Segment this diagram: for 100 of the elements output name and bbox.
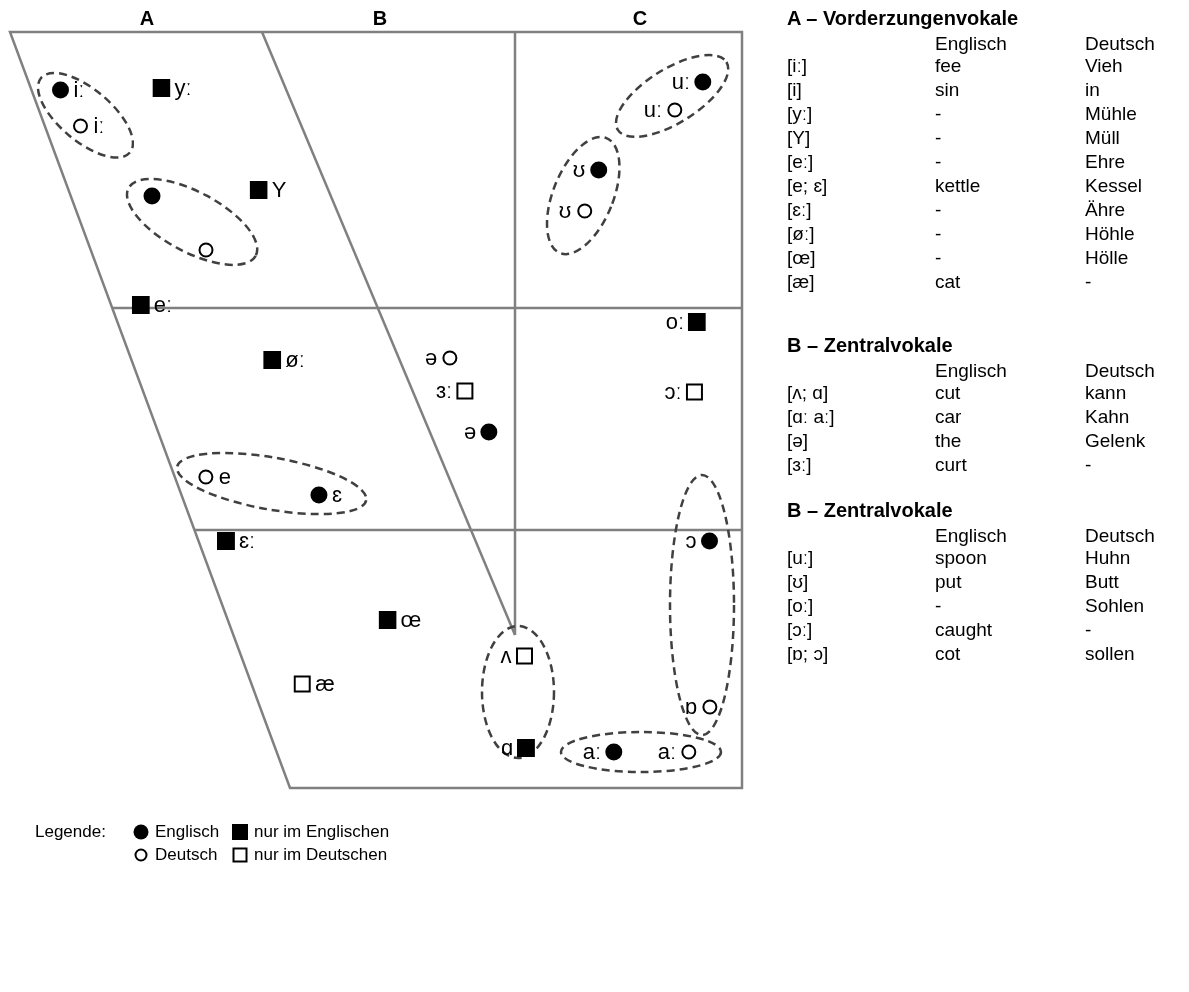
column-header: Deutsch <box>1085 524 1155 548</box>
table-cell: Kahn <box>1085 405 1130 429</box>
column-letter: B <box>372 8 388 28</box>
table-cell: [ʌ; ɑ] <box>787 381 829 405</box>
table-cell: - <box>1085 453 1092 477</box>
legend-label: nur im Deutschen <box>254 845 388 865</box>
vowel-symbol: ɜː <box>435 380 453 402</box>
dashed-ellipse <box>480 624 556 760</box>
table-cell: [yː] <box>787 102 813 126</box>
table-cell: Ehre <box>1085 150 1126 174</box>
table-cell: kettle <box>935 174 981 198</box>
table-cell: Höhle <box>1085 222 1135 246</box>
vowel-symbol: ɛ <box>331 484 343 506</box>
table-cell: Sohlen <box>1085 594 1145 618</box>
table-cell: Kessel <box>1085 174 1143 198</box>
table-cell: [e; ɛ] <box>787 174 828 198</box>
table-cell: [oː] <box>787 594 814 618</box>
column-header: Englisch <box>935 32 1007 56</box>
legend-title: Legende: <box>35 822 106 842</box>
table-heading: B – Zentralvokale <box>787 333 953 357</box>
table-cell: - <box>935 102 942 126</box>
vowel-symbol: ɑ <box>500 737 514 759</box>
legend-label: Englisch <box>155 822 220 842</box>
table-cell: [eː] <box>787 150 814 174</box>
table-cell: - <box>935 150 942 174</box>
table-cell: [ə] <box>787 429 809 453</box>
vowel-symbol: aː <box>582 741 602 763</box>
vowel-symbol: ə <box>463 421 477 443</box>
table-cell: - <box>1085 270 1092 294</box>
table-cell: car <box>935 405 962 429</box>
dashed-ellipse <box>124 177 260 267</box>
table-cell: cut <box>935 381 961 405</box>
table-cell: [æ] <box>787 270 815 294</box>
vowel-symbol: e <box>218 466 232 488</box>
table-cell: - <box>935 594 942 618</box>
table-cell: Mühle <box>1085 102 1137 126</box>
table-cell: [øː] <box>787 222 815 246</box>
table-cell: caught <box>935 618 993 642</box>
table-cell: Hölle <box>1085 246 1129 270</box>
table-cell: sin <box>935 78 960 102</box>
vowel-symbol: oː <box>665 311 685 333</box>
table-cell: [ʊ] <box>787 570 809 594</box>
table-cell: - <box>1085 618 1092 642</box>
vowel-symbol: æ <box>315 673 335 695</box>
table-cell: Müll <box>1085 126 1120 150</box>
vowel-symbol: ɔː <box>664 381 682 403</box>
legend-label: Deutsch <box>155 845 218 865</box>
vowel-symbol: ɛː <box>238 530 256 552</box>
table-cell: [i] <box>787 78 802 102</box>
table-cell: [ɔː] <box>787 618 813 642</box>
table-cell: Butt <box>1085 570 1119 594</box>
column-letter: A <box>139 8 155 28</box>
vowel-symbol: uː <box>671 71 691 93</box>
vowel-symbol: Y <box>271 179 287 201</box>
vowel-symbol: ʌ <box>500 645 512 667</box>
dashed-ellipse <box>35 70 135 160</box>
table-cell: [ɑː aː] <box>787 405 835 429</box>
table-cell: [iː] <box>787 54 808 78</box>
table-cell: put <box>935 570 962 594</box>
table-cell: cat <box>935 270 961 294</box>
table-cell: [œ] <box>787 246 816 270</box>
vowel-symbol: ɒ <box>684 696 698 718</box>
table-cell: [ɒ; ɔ] <box>787 642 829 666</box>
dashed-ellipse <box>668 473 736 737</box>
table-cell: [ɜː] <box>787 453 812 477</box>
vowel-symbol: œ <box>400 609 422 631</box>
vowel-symbol: iː <box>73 79 85 101</box>
table-cell: - <box>935 198 942 222</box>
vowel-symbol: eː <box>153 294 173 316</box>
column-header: Deutsch <box>1085 32 1155 56</box>
table-cell: - <box>935 222 942 246</box>
table-cell: Gelenk <box>1085 429 1146 453</box>
table-cell: curt <box>935 453 967 477</box>
dashed-ellipse <box>613 53 731 139</box>
vowel-symbol: øː <box>285 349 305 371</box>
table-cell: spoon <box>935 546 987 570</box>
vowel-symbol: uː <box>643 99 663 121</box>
vowel-symbol: ɔ <box>685 530 697 552</box>
table-heading: B – Zentralvokale <box>787 498 953 522</box>
vowel-symbol: ʊ <box>572 159 586 181</box>
table-cell: Ähre <box>1085 198 1126 222</box>
table-cell: [Y] <box>787 126 811 150</box>
table-cell: fee <box>935 54 962 78</box>
table-cell: sollen <box>1085 642 1135 666</box>
column-header: Englisch <box>935 524 1007 548</box>
column-header: Englisch <box>935 359 1007 383</box>
column-letter: C <box>632 8 648 28</box>
dashed-ellipse <box>559 730 723 774</box>
table-cell: [ɛː] <box>787 198 812 222</box>
dashed-ellipse <box>544 135 622 257</box>
vowel-symbol: aː <box>657 741 677 763</box>
table-cell: in <box>1085 78 1100 102</box>
vowel-symbol: ʊ <box>558 200 572 222</box>
table-cell: Vieh <box>1085 54 1123 78</box>
legend-label: nur im Englischen <box>254 822 390 842</box>
vowel-symbol: ə <box>424 347 438 369</box>
table-cell: Huhn <box>1085 546 1131 570</box>
table-cell: [uː] <box>787 546 814 570</box>
vowel-symbol: iː <box>93 115 105 137</box>
table-cell: the <box>935 429 962 453</box>
